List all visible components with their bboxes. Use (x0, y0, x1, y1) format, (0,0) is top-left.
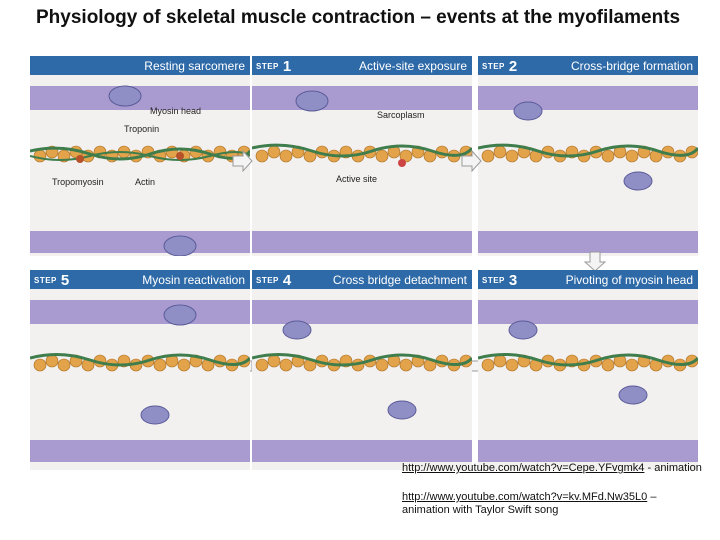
link-description: - animation (644, 462, 701, 474)
step-2-illustration (478, 56, 698, 256)
troponin-label: Troponin (124, 124, 159, 134)
arrow-right-icon (231, 150, 253, 172)
tropomyosin-label: Tropomyosin (52, 177, 104, 187)
active-site-label: Active site (336, 174, 377, 184)
myosin-head-label: Myosin head (150, 106, 201, 116)
step-5-illustration (30, 270, 250, 465)
arrow-down-icon (584, 250, 606, 272)
step-1-illustration (252, 56, 472, 256)
link-item: http://www.youtube.com/watch?v=Cepe.YFvg… (402, 462, 702, 475)
resting-sarcomere-illustration (30, 56, 250, 256)
youtube-link-1[interactable]: http://www.youtube.com/watch?v=Cepe.YFvg… (402, 462, 644, 474)
actin-label: Actin (135, 177, 155, 187)
panel-resting-sarcomere: Resting sarcomere Myosin head Troponin T… (30, 56, 250, 256)
step-4-illustration (252, 270, 472, 465)
panel-title: Cross bridge detachment (333, 273, 467, 287)
youtube-link-2[interactable]: http://www.youtube.com/watch?v=kv.MFd.Nw… (402, 491, 647, 503)
step-3-illustration (478, 270, 698, 465)
sarcoplasm-label: Sarcoplasm (377, 110, 425, 120)
arrow-right-icon (460, 150, 482, 172)
panel-title: Resting sarcomere (144, 59, 245, 73)
panel-title: Cross-bridge formation (571, 59, 693, 73)
slide-title: Physiology of skeletal muscle contractio… (36, 6, 696, 30)
panel-title: Active-site exposure (359, 59, 467, 73)
panel-title: Pivoting of myosin head (566, 273, 693, 287)
panel-title: Myosin reactivation (142, 273, 245, 287)
reference-links: http://www.youtube.com/watch?v=Cepe.YFvg… (402, 462, 702, 533)
link-item: http://www.youtube.com/watch?v=kv.MFd.Nw… (402, 491, 702, 517)
panel-header: Resting sarcomere (30, 56, 250, 75)
